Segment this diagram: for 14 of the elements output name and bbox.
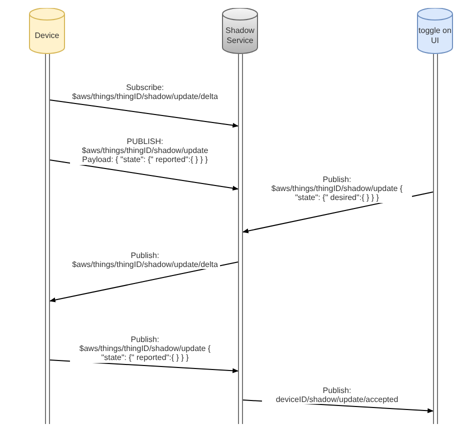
cylinder-node [222,8,258,54]
lifeline [45,54,50,424]
node-label: Shadow Service [224,26,256,46]
lifeline [433,54,438,424]
arrow [50,160,239,191]
arrow [49,262,238,302]
edge-label: Publish: $aws/things/thingID/shadow/update/delta [70,251,220,270]
cylinder-node [417,8,453,54]
arrow [50,100,239,128]
cylinder-node [29,8,65,54]
edge-label: Subscribe: $aws/things/thingID/shadow/update/delta [70,83,220,102]
node-label: toggle on UI [418,26,452,46]
node-label: Device [34,31,60,41]
lifeline [238,54,243,424]
